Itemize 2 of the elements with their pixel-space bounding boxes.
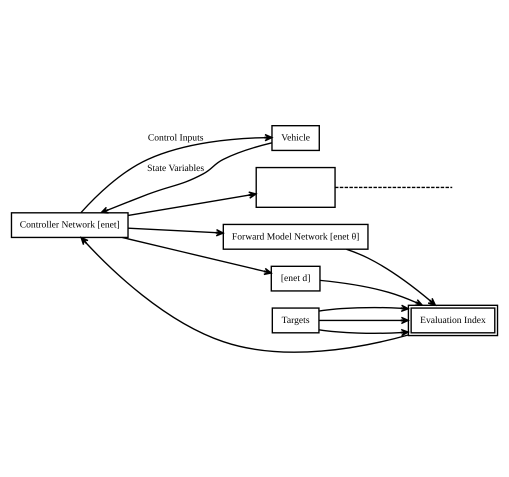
- edge-label: Control Inputs: [148, 132, 204, 143]
- edge-label: State Variables: [147, 162, 204, 174]
